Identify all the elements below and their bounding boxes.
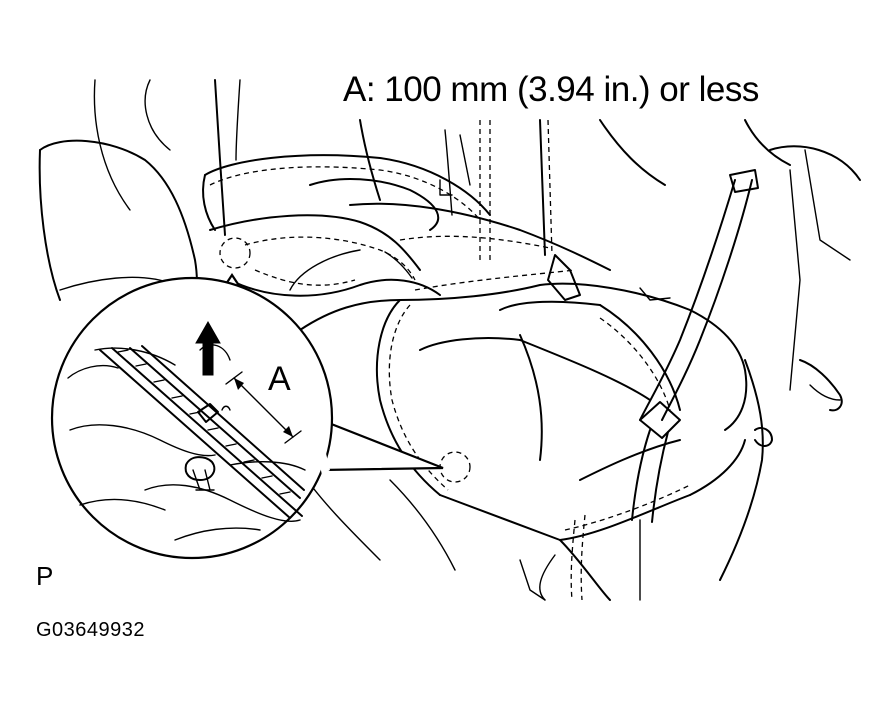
clip-location-marker-upper [219, 237, 251, 269]
seat-cushion [299, 282, 748, 601]
seat-belt [547, 169, 759, 523]
clip-location-marker-lower [439, 451, 471, 483]
cabin-pillars [214, 79, 861, 391]
dimension-spec-label: A: 100 mm (3.94 in.) or less [343, 70, 759, 109]
view-indicator-label: P [36, 561, 54, 591]
folded-seatback [202, 134, 611, 297]
detail-view [67, 320, 306, 541]
pull-up-arrow-icon [195, 320, 221, 376]
figure-id-label: G03649932 [36, 619, 146, 641]
dimension-letter-label: A [268, 360, 291, 398]
